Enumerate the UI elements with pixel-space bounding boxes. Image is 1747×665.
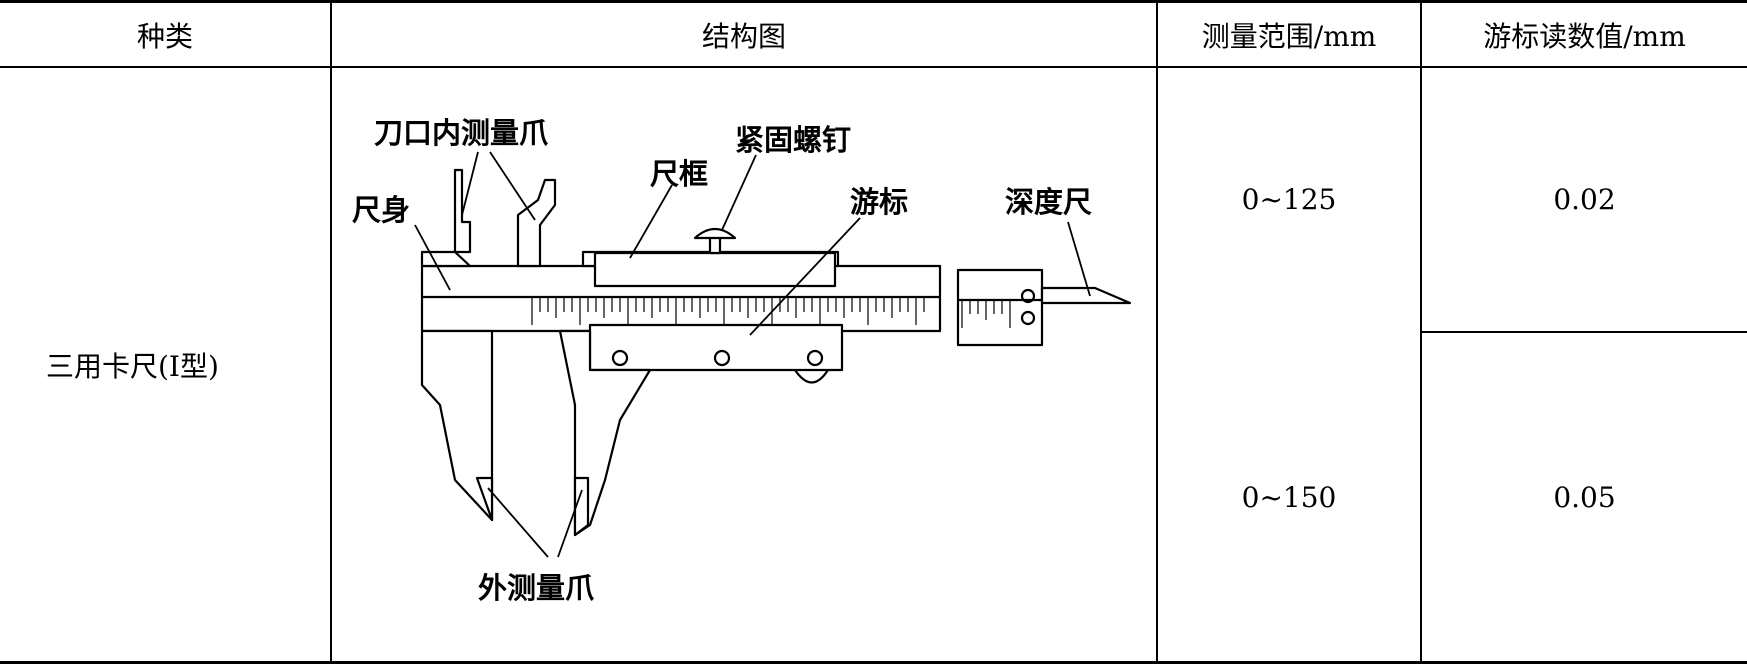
main-scale-ticks [531,297,1011,328]
table-bottom-rule [0,661,1747,664]
reading-cell-1: 0.02 [1553,183,1616,216]
label-outer-jaws: 外测量爪 [478,571,595,605]
header-diagram: 结构图 [701,19,786,53]
row-divider [1420,331,1747,333]
label-body: 尺身 [352,193,410,227]
header-rule [0,66,1747,68]
fixed-outer-jaw [420,329,494,522]
caliper-diagram: 刀口内测量爪 紧固螺钉 尺框 尺身 游标 深度尺 外测量爪 [352,116,1132,605]
header-type: 种类 [136,19,193,53]
header-reading: 游标读数值/mm [1483,19,1686,53]
col-divider-3 [1420,0,1422,664]
label-lock-screw: 紧固螺钉 [735,123,851,157]
fixed-knife-jaw [453,168,472,254]
header-range: 测量范围/mm [1201,19,1377,53]
movable-knife-jaw [516,178,557,268]
reading-cell-2: 0.05 [1553,480,1616,514]
col-divider-1 [330,0,332,664]
label-depth-rod: 深度尺 [1005,185,1092,219]
table-top-rule [0,0,1747,3]
label-frame: 尺框 [650,157,708,191]
label-knife-jaws: 刀口内测量爪 [374,116,549,150]
ruler-end-segment [956,268,1044,347]
type-name-cell: 三用卡尺(Ⅰ型) [46,349,219,383]
label-vernier: 游标 [850,185,908,219]
range-cell-2: 0~150 [1241,480,1337,514]
fixed-head-upper [420,250,472,268]
depth-rod [1040,286,1132,305]
col-divider-2 [1156,0,1158,664]
leader-lines [414,151,1091,558]
range-cell-1: 0~125 [1241,183,1337,216]
